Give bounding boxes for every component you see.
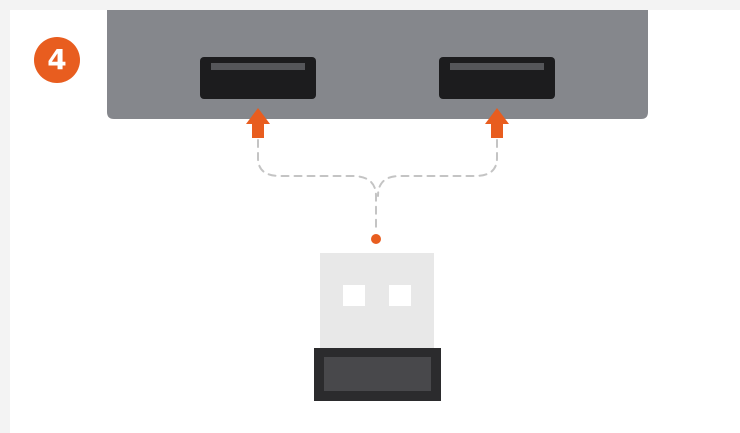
plug-body-top-band <box>314 348 441 357</box>
plug-body-right-band <box>431 348 441 401</box>
step-number-badge: 4 <box>34 37 80 83</box>
plug-body-left-band <box>314 348 324 401</box>
usb-port-icon <box>439 57 555 99</box>
plug-metal-shell <box>320 253 434 348</box>
plug-contact-hole-right <box>389 285 411 306</box>
plug-body-bottom-band <box>314 391 441 401</box>
usb-port-icon <box>200 57 316 99</box>
panel-body <box>107 10 648 119</box>
plug-contact-hole-left <box>343 285 365 306</box>
origin-dot <box>371 234 381 244</box>
usb-port-left <box>200 57 316 99</box>
device-panel <box>107 10 648 119</box>
usb-port-right <box>439 57 555 99</box>
dashed-guide-lines <box>258 140 497 232</box>
usb-plug-icon <box>314 253 441 401</box>
